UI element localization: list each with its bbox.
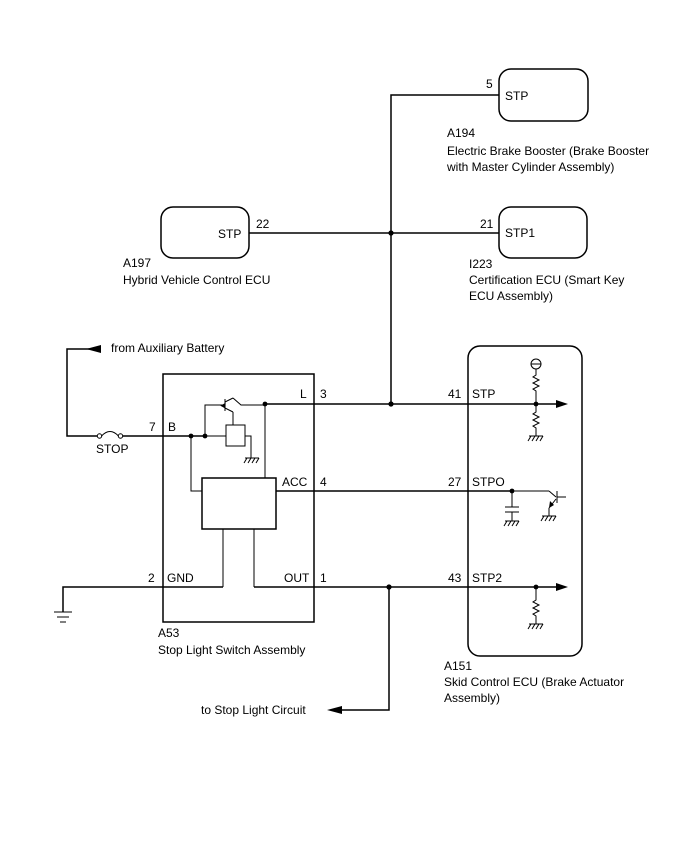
a194-name-line2: with Master Cylinder Assembly) [446, 160, 614, 174]
chassis-ground-icon [54, 611, 72, 623]
i223-name-line2: ECU Assembly) [469, 289, 553, 303]
ecu-a194: STP 5 A194 Electric Brake Booster (Brake… [446, 68, 649, 174]
a194-pin-number: 5 [486, 77, 493, 91]
a151-pin-stp2-number: 43 [448, 571, 462, 585]
ecu-i223: STP1 21 I223 Certification ECU (Smart Ke… [469, 206, 624, 303]
a194-connector-id: A194 [447, 126, 475, 140]
arrow-stp2-input-icon [556, 583, 568, 591]
a53-pin-acc-number: 4 [320, 475, 327, 489]
stp-bus-wiring [249, 94, 499, 404]
a53-pin-l-number: 3 [320, 387, 327, 401]
wire-gnd [62, 586, 223, 612]
battery-feed: from Auxiliary Battery STOP [66, 341, 224, 456]
a53-wire-b-to-ic [190, 436, 202, 492]
to-stop-light-label: to Stop Light Circuit [201, 703, 306, 717]
ecu-a151-box [467, 345, 583, 657]
a194-name-line1: Electric Brake Booster (Brake Booster [447, 144, 649, 158]
a53-wire-coil-ground [245, 435, 252, 458]
a53-pin-b-label: B [168, 420, 176, 434]
a53-pin-gnd-number: 2 [148, 571, 155, 585]
a53-pin-b-number: 7 [149, 420, 156, 434]
a151-pin-stp-number: 41 [448, 387, 462, 401]
a151-name-line2: Assembly) [444, 691, 500, 705]
arrow-stp-input-icon [556, 400, 568, 408]
a53-ic-block [201, 477, 277, 530]
a53-stop-light-switch: 7 B L 3 ACC 4 2 GND OUT 1 [148, 373, 327, 623]
i223-pin-number: 21 [480, 217, 494, 231]
a53-connector-id: A53 [158, 626, 180, 640]
i223-pin-label: STP1 [505, 226, 535, 240]
splice-point-l [388, 401, 394, 407]
a151-stp2-input-circuit [527, 583, 568, 630]
a197-connector-id: A197 [123, 256, 151, 270]
fuse-label: STOP [96, 442, 128, 456]
a53-external-wiring: to Stop Light Circuit A53 Stop Light Swi… [54, 401, 565, 717]
a53-transistor-icon [204, 397, 265, 436]
from-battery-label: from Auxiliary Battery [111, 341, 224, 355]
a53-box [162, 373, 315, 623]
a53-pin-gnd-label: GND [167, 571, 194, 585]
a53-name: Stop Light Switch Assembly [158, 643, 305, 657]
a151-pin-stp-label: STP [472, 387, 495, 401]
a151-stp-input-circuit [527, 358, 568, 442]
a53-pin-out-label: OUT [284, 571, 310, 585]
a53-pin-l-label: L [300, 387, 307, 401]
a197-pin-number: 22 [256, 217, 270, 231]
fuse-icon [101, 431, 119, 437]
wire-battery-feed [66, 348, 100, 437]
fuse-terminal-right [117, 433, 124, 439]
a151-pin-stpo-number: 27 [448, 475, 462, 489]
a194-pin-label: STP [505, 89, 528, 103]
ecu-a151: 41 STP 27 STPO 43 STP2 [444, 345, 624, 705]
fuse-terminal-left [96, 433, 103, 439]
splice-point-stp [388, 230, 394, 236]
i223-name-line1: Certification ECU (Smart Key [469, 273, 624, 287]
a151-stpo-output-circuit [503, 488, 566, 527]
a53-ground-icon [243, 457, 260, 464]
wire-to-stop-light [340, 587, 390, 711]
i223-connector-id: I223 [469, 257, 493, 271]
a53-pin-out-number: 1 [320, 571, 327, 585]
a151-connector-id: A151 [444, 659, 472, 673]
a151-pin-stp2-label: STP2 [472, 571, 502, 585]
arrow-to-stop-light-icon [327, 706, 342, 714]
a53-pin-acc-label: ACC [282, 475, 308, 489]
a197-name: Hybrid Vehicle Control ECU [123, 273, 270, 287]
a151-pin-stpo-label: STPO [472, 475, 505, 489]
ecu-a197: STP 22 A197 Hybrid Vehicle Control ECU [123, 206, 270, 287]
a151-name-line1: Skid Control ECU (Brake Actuator [444, 675, 624, 689]
a53-relay-coil-icon [225, 424, 246, 447]
a197-pin-label: STP [218, 227, 241, 241]
wire-a194-stp [390, 94, 499, 404]
